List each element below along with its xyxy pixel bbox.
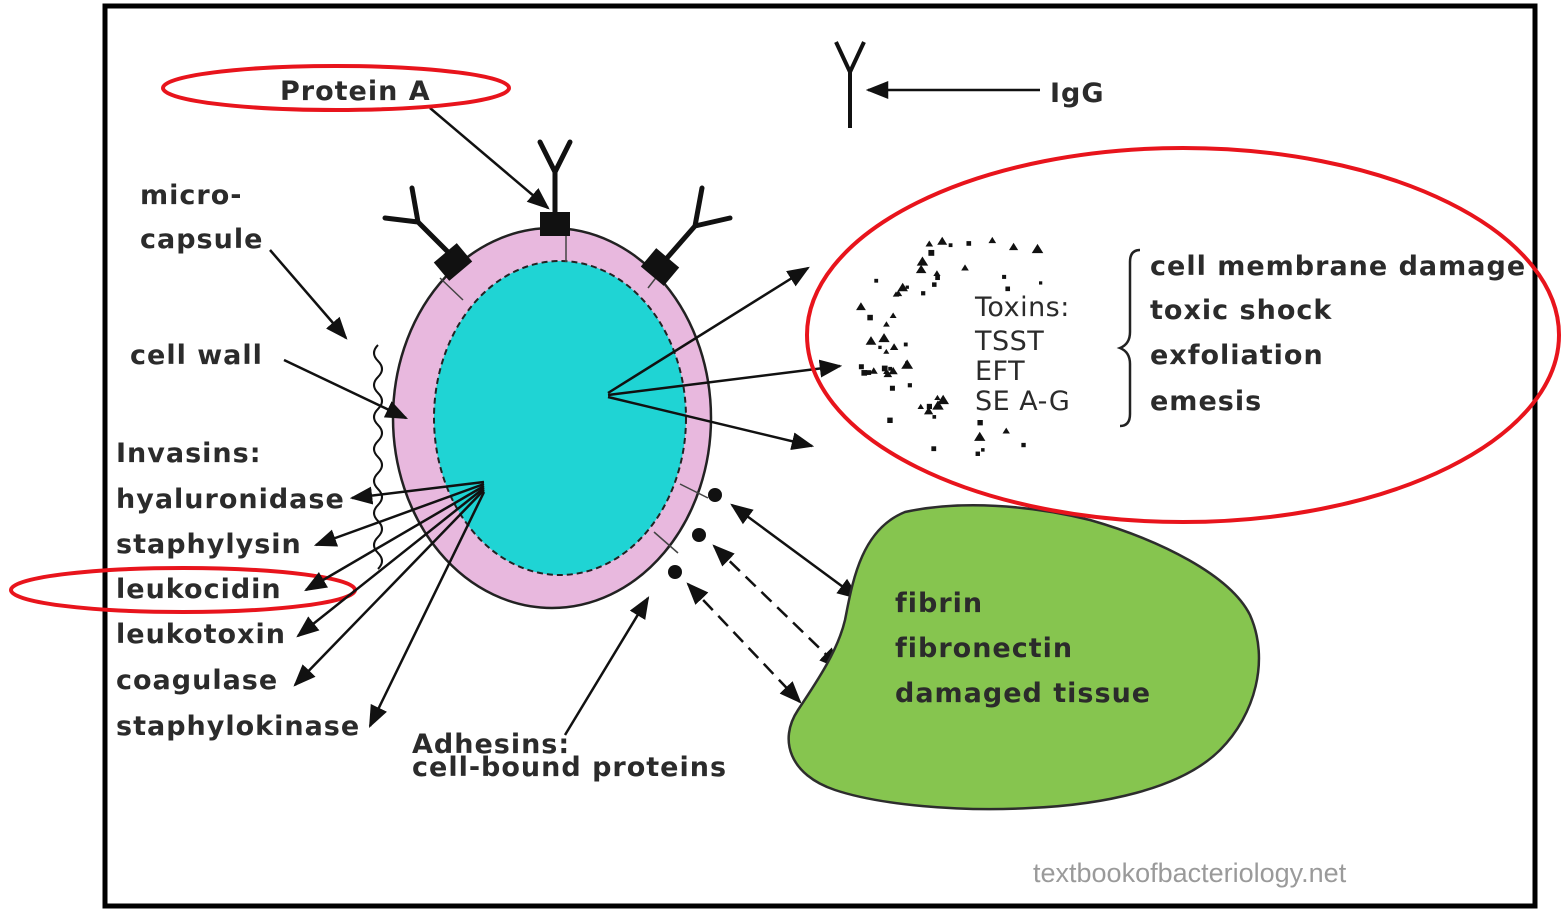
toxin-particle bbox=[931, 446, 936, 451]
toxin-particle bbox=[874, 279, 878, 283]
toxin-particle bbox=[904, 343, 908, 347]
toxin-particle bbox=[949, 243, 953, 247]
toxin-particle bbox=[928, 250, 934, 256]
toxin-particle bbox=[932, 415, 936, 419]
toxin-particle bbox=[935, 275, 940, 280]
protein-a-receptor bbox=[540, 212, 570, 236]
invasin-item: staphylysin bbox=[116, 529, 302, 560]
cell-wall-label: cell wall bbox=[130, 340, 263, 371]
toxins-heading: Toxins: bbox=[974, 292, 1070, 323]
toxin-particle bbox=[882, 366, 888, 372]
invasin-item: staphylokinase bbox=[116, 711, 360, 742]
toxin-particle bbox=[932, 282, 936, 286]
adhesin-dot bbox=[692, 528, 706, 542]
toxin-item: SE A-G bbox=[975, 386, 1070, 417]
toxin-particle bbox=[867, 315, 873, 321]
tissue-item: fibronectin bbox=[895, 633, 1073, 664]
adhesin-dot bbox=[708, 488, 722, 502]
toxin-particle bbox=[887, 418, 892, 423]
toxin-particle bbox=[908, 383, 912, 387]
tissue-item: damaged tissue bbox=[895, 678, 1151, 709]
toxin-particle bbox=[1002, 275, 1006, 279]
microcapsule-label-line2: capsule bbox=[140, 224, 263, 255]
toxin-effect: cell membrane damage bbox=[1150, 251, 1526, 282]
igg-label: IgG bbox=[1050, 78, 1105, 109]
invasin-item: leukocidin bbox=[116, 574, 282, 605]
protein-a-label: Protein A bbox=[280, 76, 431, 107]
toxin-effect: exfoliation bbox=[1150, 340, 1324, 371]
toxin-particle bbox=[977, 420, 982, 425]
cytoplasm bbox=[434, 261, 686, 575]
toxin-particle bbox=[976, 452, 980, 456]
invasin-item: hyaluronidase bbox=[116, 484, 345, 515]
invasin-item: leukotoxin bbox=[116, 619, 286, 650]
toxin-particle bbox=[861, 370, 867, 376]
invasins-heading: Invasins: bbox=[116, 438, 262, 469]
toxin-particle bbox=[1005, 287, 1010, 292]
toxin-particle bbox=[890, 386, 895, 391]
toxin-particle bbox=[921, 291, 925, 295]
toxin-item: EFT bbox=[975, 356, 1025, 387]
source-credit: textbookofbacteriology.net bbox=[1033, 858, 1347, 888]
toxin-particle bbox=[906, 286, 909, 289]
invasin-item: coagulase bbox=[116, 665, 278, 696]
toxin-effect: toxic shock bbox=[1150, 295, 1332, 326]
toxin-effect: emesis bbox=[1150, 386, 1262, 417]
toxin-particle bbox=[1039, 281, 1042, 284]
toxin-particle bbox=[981, 448, 985, 452]
toxin-item: TSST bbox=[974, 326, 1044, 357]
toxin-particle bbox=[859, 364, 864, 369]
tissue-item: fibrin bbox=[895, 588, 983, 619]
adhesin-dot bbox=[668, 565, 682, 579]
toxin-particle bbox=[1021, 443, 1025, 447]
adhesins-description: cell-bound proteins bbox=[412, 752, 727, 783]
toxin-particle bbox=[966, 241, 971, 246]
microcapsule-label-line1: micro- bbox=[140, 180, 242, 211]
toxin-particle bbox=[878, 346, 881, 349]
